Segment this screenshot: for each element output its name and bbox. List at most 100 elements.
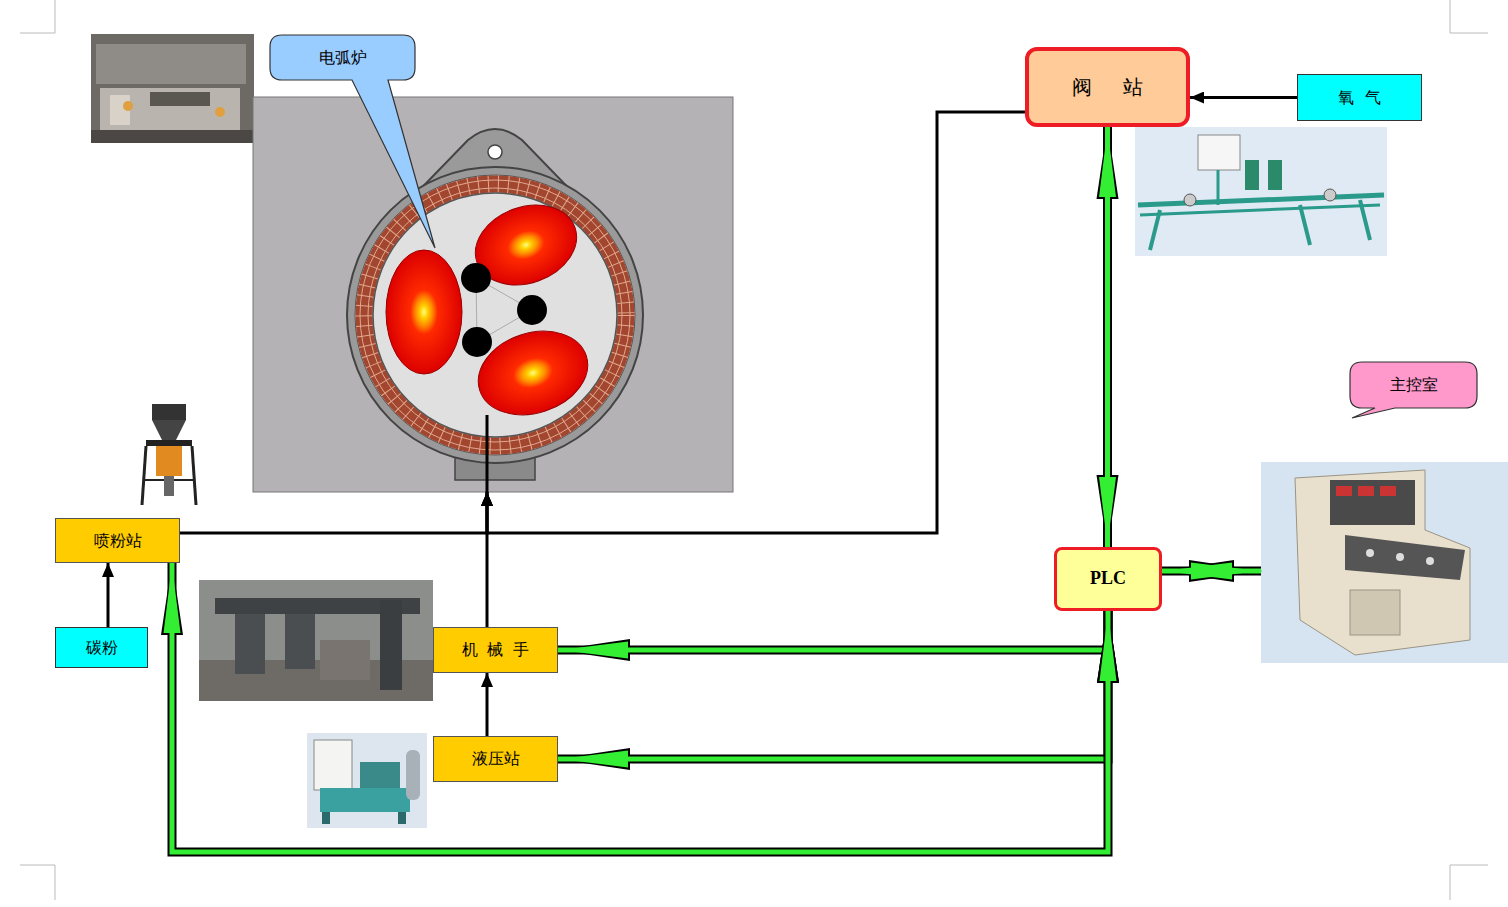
frame-leg [192, 446, 196, 505]
arrow-outline [558, 611, 1108, 650]
flow-line [180, 492, 487, 533]
knob [1396, 553, 1404, 561]
photo-part [215, 107, 225, 117]
signal-arrow [558, 611, 1108, 650]
photo-part [150, 92, 210, 106]
crop-mark [1450, 0, 1451, 33]
silo-cone [152, 420, 186, 440]
signal-arrow [1107, 127, 1108, 547]
console-body [1295, 470, 1470, 655]
knob [1426, 557, 1434, 565]
lance-line [486, 415, 489, 492]
leg [398, 812, 406, 824]
furnace-ground [253, 97, 733, 492]
hot-spot [386, 250, 462, 374]
process-box: 机 械 手 [433, 627, 558, 673]
signal-arrow [172, 563, 1108, 852]
pipe [164, 476, 174, 496]
crop-mark [55, 865, 56, 900]
meter [1380, 486, 1396, 496]
photo-ground [199, 580, 433, 701]
column [380, 600, 402, 690]
pipe-rail [1140, 205, 1380, 215]
valve-station-photo [1135, 127, 1387, 256]
brick-joints [360, 180, 630, 450]
frame-leg [142, 446, 146, 505]
process-box: 喷粉站 [55, 518, 180, 563]
box-label: PLC [1090, 568, 1126, 590]
photo-ground [1261, 462, 1508, 663]
hydraulic-photo [307, 733, 427, 828]
manipulator-photo [199, 580, 433, 701]
callout-label: 主控室 [1390, 375, 1438, 394]
knob [1366, 549, 1374, 557]
gauge [1184, 194, 1196, 206]
valve [1268, 160, 1282, 190]
leg [322, 812, 330, 824]
instrument-box [1198, 135, 1240, 170]
furnace-shell-inner [355, 175, 635, 455]
flow-line [487, 112, 1025, 533]
photo-part [123, 101, 133, 111]
meter [1336, 486, 1352, 496]
photo-ground [91, 34, 254, 143]
support [1150, 210, 1160, 250]
arrow-body [1105, 127, 1110, 547]
plc-box: PLC [1054, 547, 1162, 611]
arrow-outline [172, 563, 1108, 852]
support [1300, 205, 1310, 245]
electrode [517, 295, 547, 325]
flow-line [487, 673, 488, 736]
control-console-photo [1261, 462, 1508, 663]
electrode [461, 263, 491, 293]
arrow-outline [1162, 567, 1261, 576]
lug-hole [488, 145, 502, 159]
vessel [156, 446, 182, 476]
crop-mark [1450, 865, 1488, 866]
line-body [107, 563, 110, 627]
silo-top [152, 404, 186, 420]
valve [1245, 160, 1259, 190]
brick-joints [364, 184, 626, 446]
signal-arrow [558, 611, 1108, 759]
furnace-photo [91, 34, 254, 143]
arrow-body [172, 563, 1108, 852]
instrument-panel [1330, 480, 1415, 525]
crop-mark [1450, 33, 1488, 34]
furnace-panel: 电弧炉 [253, 97, 733, 492]
valve-station-box: 阀 站 [1025, 47, 1190, 127]
flow-line [487, 492, 488, 627]
box-label: 喷粉站 [94, 531, 142, 550]
pipe-rail [1138, 195, 1384, 205]
arrow-body [558, 611, 1108, 759]
line-body [486, 492, 489, 627]
photo-part [96, 44, 246, 84]
photo-part [100, 88, 240, 133]
flow-line [1190, 97, 1297, 98]
photo-ground [307, 733, 427, 828]
control-room: 主控室 [1261, 462, 1508, 663]
cabinet-door [1350, 590, 1400, 635]
tank [320, 788, 410, 812]
arrow-body [558, 611, 1108, 650]
frame [146, 440, 192, 446]
callout-label: 电弧炉 [319, 48, 367, 67]
callout-text-area: 主控室 [1350, 362, 1477, 408]
meter [1358, 486, 1374, 496]
photo-part [91, 130, 254, 143]
signal-arrow [1162, 571, 1261, 572]
electrode [462, 327, 492, 357]
gauge [1324, 189, 1336, 201]
arrow-outline [1103, 127, 1112, 547]
line-body [180, 492, 487, 533]
crop-marks [20, 0, 1488, 900]
brick-lining [364, 184, 626, 446]
callout-bubble [1350, 362, 1477, 418]
gripper [235, 614, 265, 674]
box-label: 液压站 [472, 749, 520, 768]
pump [360, 762, 400, 788]
furnace-shell [347, 167, 643, 463]
